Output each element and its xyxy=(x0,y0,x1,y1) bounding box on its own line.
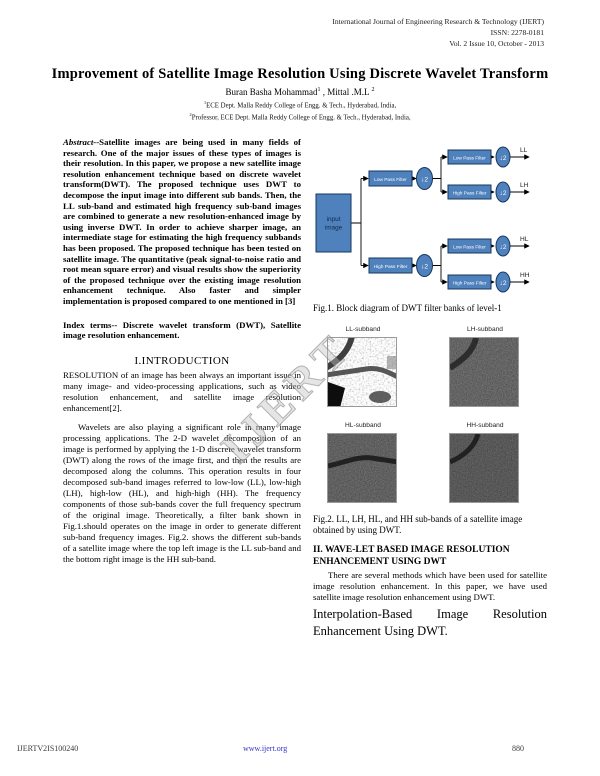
author-separator: , xyxy=(320,87,328,97)
journal-header: International Journal of Engineering Res… xyxy=(332,16,544,49)
ll-subband-image xyxy=(327,337,397,407)
index-terms-paragraph: Index terms-- Discrete wavelet transform… xyxy=(63,320,301,341)
stage1-hpf-label: High Pass Filter xyxy=(374,264,408,270)
stage1-high-pass-filter-box: High Pass Filter xyxy=(368,257,413,274)
fig1-caption: Fig.1. Block diagram of DWT filter banks… xyxy=(313,303,502,313)
journal-name: International Journal of Engineering Res… xyxy=(332,17,544,26)
output-hl-label: HL xyxy=(520,236,529,243)
stage2-ll-lpf-label: Low Pass Filter xyxy=(453,155,486,161)
fig2-cell-ll: LL-subband xyxy=(327,326,399,407)
author-1: Buran Basha Mohammad xyxy=(225,87,318,97)
downsample-label: ↓2 xyxy=(421,263,428,270)
downsample-ellipse xyxy=(495,181,511,203)
section-2-subheading: Interpolation-Based Image Resolution Enh… xyxy=(313,607,547,638)
intro-paragraph-2: Wavelets are also playing a significant … xyxy=(63,421,301,564)
author-2: Mittal .M.L xyxy=(327,87,370,97)
journal-website-link[interactable]: www.ijert.org xyxy=(243,744,288,753)
abstract-paragraph: Abstract--Satellite images are being use… xyxy=(63,137,301,307)
fig2-cell-lh: LH-subband xyxy=(449,326,521,407)
lh-subband-image xyxy=(449,337,519,407)
abstract-body: Satellite images are being used in many … xyxy=(63,137,301,306)
downsample-ellipse xyxy=(416,254,433,277)
journal-issn: ISSN: 2278-0181 xyxy=(490,28,544,37)
journal-issue: Vol. 2 Issue 10, October - 2013 xyxy=(449,39,544,48)
section-1-heading: I.INTRODUCTION xyxy=(134,354,230,367)
output-lh-label: LH xyxy=(520,182,529,189)
section-2-paragraph: There are several methods which have bee… xyxy=(313,570,547,602)
input-image-label-line1: input xyxy=(327,216,341,223)
stage2-lh-high-pass-filter-box: High Pass Filter xyxy=(447,184,492,200)
page-footer: IJERTV2IS100240 www.ijert.org 880 xyxy=(0,744,600,758)
affiliation-1-text: ECE Dept. Malla Reddy College of Engg. &… xyxy=(206,102,397,110)
affiliation-2-text: Professor, ECE Dept. Malla Reddy College… xyxy=(191,113,411,121)
affiliation-1: 1ECE Dept. Malla Reddy College of Engg. … xyxy=(30,99,570,122)
downsample-label: ↓2 xyxy=(500,155,507,162)
affiliation-1-sup: 1 xyxy=(203,100,207,105)
title-block: Improvement of Satellite Image Resolutio… xyxy=(30,66,570,122)
body-columns: Abstract--Satellite images are being use… xyxy=(63,137,547,639)
downsample-ellipse xyxy=(495,146,511,168)
stage2-hl-low-pass-filter-box: Low Pass Filter xyxy=(447,238,492,254)
paper-title: Improvement of Satellite Image Resolutio… xyxy=(51,66,549,82)
downsample-label: ↓2 xyxy=(500,190,507,197)
intro-paragraph-1: RESOLUTION of an image has been always a… xyxy=(63,369,301,413)
downsample-ellipse xyxy=(495,271,511,293)
fig2-cell-hh: HH-subband xyxy=(449,422,521,503)
stage2-hh-high-pass-filter-box: High Pass Filter xyxy=(447,274,492,290)
stage1-lpf-label: Low Pass Filter xyxy=(374,177,407,183)
input-image-label-line2: image xyxy=(325,225,343,232)
fig2-caption: Fig.2. LL, LH, HL, and HH sub-bands of a… xyxy=(313,514,523,535)
hl-subband-label: HL-subband xyxy=(345,422,381,429)
author-2-sup: 2 xyxy=(371,87,375,93)
index-terms-body: Discrete wavelet transform (DWT), Satell… xyxy=(63,319,301,341)
stage2-ll-low-pass-filter-box: Low Pass Filter xyxy=(447,149,492,165)
fig2-subband-grid: LL-subband xyxy=(313,326,547,503)
fig1-dwt-filter-bank-diagram: input image Low Pass Filter ↓2 Low Pass … xyxy=(315,146,530,293)
hh-subband-image xyxy=(449,433,519,503)
paper-id: IJERTV2IS100240 xyxy=(17,744,79,753)
index-terms-lead: Index terms-- xyxy=(63,319,118,330)
author-1-sup: 1 xyxy=(317,87,321,93)
fig2-cell-hl: HL-subband xyxy=(327,422,399,503)
page-number: 880 xyxy=(512,744,524,753)
stage2-hl-lpf-label: Low Pass Filter xyxy=(453,244,486,250)
lh-subband-label: LH-subband xyxy=(467,326,503,333)
hh-subband-label: HH-subband xyxy=(466,422,504,429)
abstract-lead: Abstract-- xyxy=(63,137,100,147)
hl-subband-image xyxy=(327,433,397,503)
stage1-low-pass-filter-box: Low Pass Filter xyxy=(368,170,413,187)
output-ll-label: LL xyxy=(520,147,528,154)
left-column: Abstract--Satellite images are being use… xyxy=(63,137,301,639)
stage2-lh-hpf-label: High Pass Filter xyxy=(453,190,487,196)
downsample-label: ↓2 xyxy=(500,244,507,251)
ll-subband-label: LL-subband xyxy=(345,326,381,333)
input-image-box: input image xyxy=(315,193,352,253)
right-column: input image Low Pass Filter ↓2 Low Pass … xyxy=(313,137,547,639)
stage2-hh-hpf-label: High Pass Filter xyxy=(453,280,487,286)
section-2-heading: II. WAVE-LET BASED IMAGE RESOLUTION ENHA… xyxy=(313,545,510,567)
output-hh-label: HH xyxy=(520,272,530,279)
author-line: Buran Basha Mohammad1 , Mittal .M.L 2 xyxy=(30,87,570,97)
downsample-ellipse xyxy=(495,235,511,257)
downsample-ellipse xyxy=(416,167,433,190)
downsample-label: ↓2 xyxy=(500,280,507,287)
downsample-label: ↓2 xyxy=(421,176,428,183)
affiliation-2-sup: 2 xyxy=(189,111,192,117)
